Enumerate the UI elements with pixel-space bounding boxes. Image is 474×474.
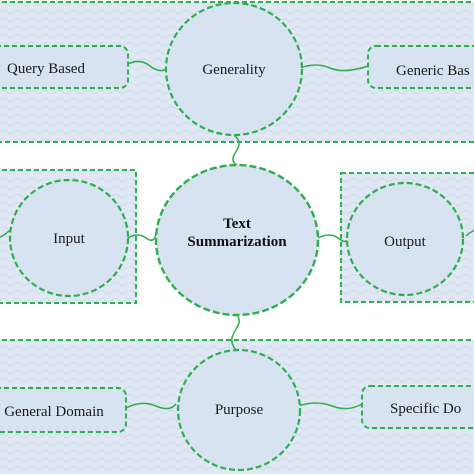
connector-center-purpose [230, 313, 240, 351]
generic-based-node [367, 45, 474, 89]
general-domain-label: General Domain [4, 404, 104, 420]
connector-purpose-specific [297, 402, 363, 410]
query-based-node [0, 45, 129, 89]
generality-label: Generality [202, 62, 266, 78]
center-label-line2: Summarization [187, 234, 287, 250]
connector-input-center [127, 233, 157, 241]
query-based-label: Query Based [7, 61, 85, 77]
generic-based-label: Generic Bas [396, 63, 470, 79]
connector-input-left [0, 229, 11, 239]
specific-domain-label: Specific Do [390, 401, 461, 417]
connectors [0, 60, 474, 410]
input-label: Input [53, 231, 85, 247]
specific-domain-node [361, 385, 474, 429]
input-node [8, 178, 130, 298]
connector-general-purpose [125, 402, 177, 410]
center-label-line1: Text [223, 216, 251, 232]
connector-center-output [317, 234, 347, 243]
purpose-label: Purpose [215, 402, 264, 418]
output-label: Output [384, 234, 427, 250]
connector-generality-generic [299, 64, 369, 72]
purpose-node [176, 348, 302, 472]
connector-output-right [465, 229, 474, 237]
text-summarization-node [154, 163, 320, 317]
generality-node [164, 1, 304, 137]
connector-query-generality [127, 60, 169, 72]
output-node [345, 181, 465, 297]
connector-generality-center [232, 134, 240, 167]
general-domain-node [0, 387, 127, 433]
